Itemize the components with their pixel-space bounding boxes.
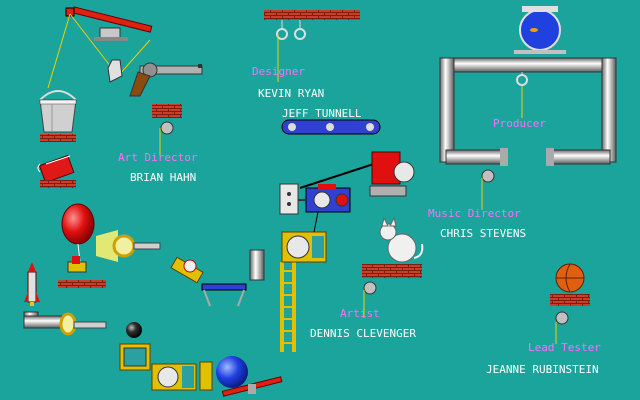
balloon-icon [61,203,95,263]
mouse-cage-icon [281,231,327,263]
music-director-role-label: Music Director [428,207,521,220]
generator-icon [305,184,351,213]
mouse-cage-icon [151,363,197,391]
designer-name-1: KEVIN RYAN [258,87,325,100]
pulley-icon [481,169,495,183]
conveyor-belt-icon [281,119,381,135]
trampoline-icon [201,283,247,307]
magnifier-icon [59,312,107,336]
lead-tester-role-label: Lead Tester [528,341,601,354]
pulley-icon [516,74,528,86]
fan-icon [369,151,415,197]
producer-role-label: Producer [493,117,546,130]
pulley-icon [276,20,306,40]
brick-wall-icon [40,134,76,142]
baseball-icon [183,259,197,273]
basketball-icon [555,263,585,293]
pulley-icon [363,281,377,295]
ladder-icon [280,262,296,352]
cannonball-icon [126,322,142,338]
pulley-icon [160,121,174,135]
lead-tester-name: JEANNE RUBINSTEIN [486,363,599,376]
artist-role-label: Artist [340,307,380,320]
designer-name-2: JEFF TUNNELL [282,107,362,120]
electric-outlet-icon [279,183,299,215]
candle-icon [67,256,87,273]
music-director-name: CHRIS STEVENS [440,227,527,240]
artist-name: DENNIS CLEVENGER [310,327,416,340]
pipe-icon [23,311,63,329]
fishbowl-icon [519,6,561,51]
designer-role-label: Designer [252,65,305,78]
pipe-icon [439,57,617,166]
art-director-name: BRIAN HAHN [130,171,197,184]
seesaw-icon [65,6,153,41]
pistol-icon [107,59,203,97]
magnifier-icon [112,234,161,258]
dynamite-icon [37,154,75,184]
rocket-icon [24,262,40,306]
bowling-ball-icon [216,356,248,388]
pulley-icon [555,311,569,325]
bucket-icon [39,90,77,133]
cat-icon [379,216,424,263]
art-director-role-label: Art Director [118,151,198,164]
